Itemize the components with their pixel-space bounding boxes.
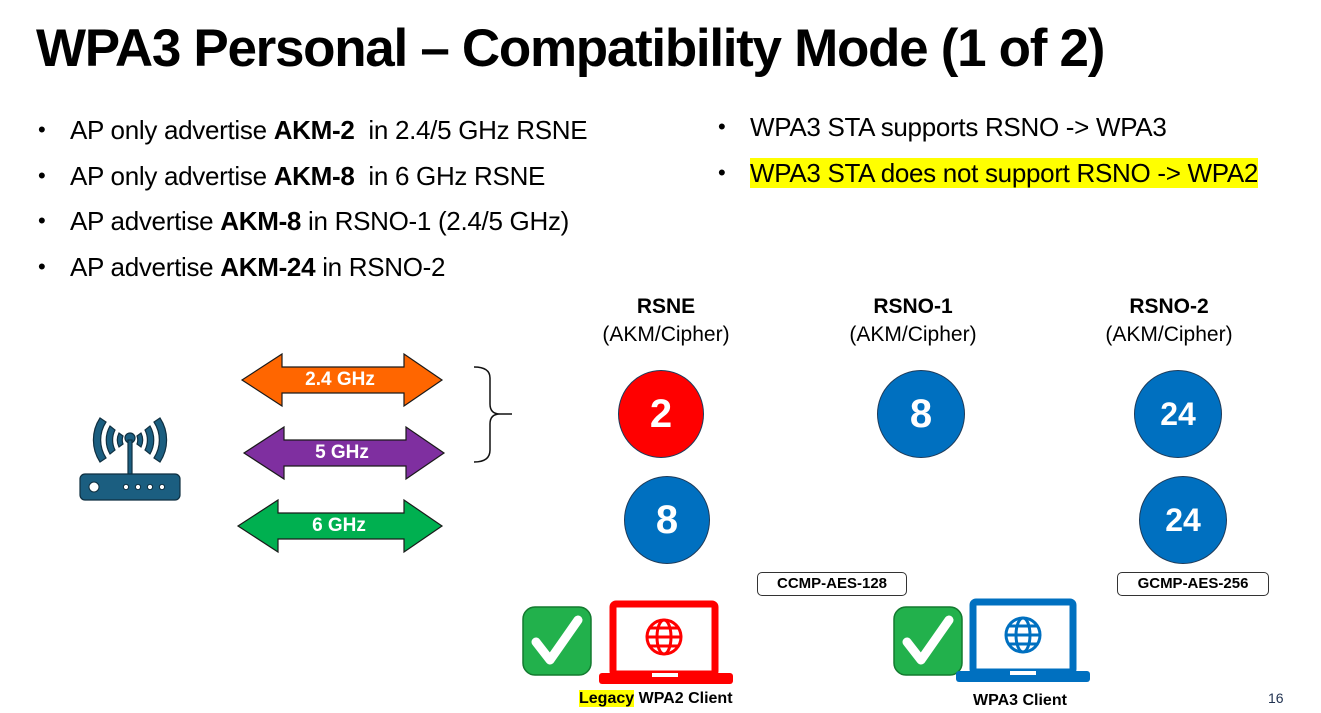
bullet-dot-icon: •: [38, 162, 46, 188]
akm-badge-rsno-1: 8: [877, 370, 965, 458]
legacy-client-label: Legacy WPA2 Client: [579, 690, 733, 707]
column-header-rsno-1: RSNO-1 (AKM/Cipher): [849, 295, 977, 346]
bullet-dot-icon: •: [718, 159, 726, 185]
check-mark-icon: [522, 606, 592, 676]
column-header-rsno-2: RSNO-2 (AKM/Cipher): [1105, 295, 1233, 346]
curly-brace-icon: [473, 366, 512, 463]
bullet-item: •AP advertise AKM-24 in RSNO-2: [38, 251, 446, 282]
band-arrow-2-4ghz: [240, 352, 444, 408]
bullet-item: •AP only advertise AKM-2 in 2.4/5 GHz RS…: [38, 115, 588, 145]
globe-icon: [645, 618, 683, 656]
check-mark-icon: [893, 606, 963, 676]
slide-title: WPA3 Personal – Compatibility Mode (1 of…: [36, 19, 1105, 78]
bullet-dot-icon: •: [38, 253, 46, 279]
akm-badge-rsno-2-upper: 24: [1134, 370, 1222, 458]
wifi-router-icon: [79, 417, 181, 501]
sta-behavior-bullets: •WPA3 STA supports RSNO -> WPA3 •WPA3 ST…: [716, 110, 1258, 201]
bullet-dot-icon: •: [38, 117, 46, 142]
akm-badge-rsno-2-lower: 24: [1139, 476, 1227, 564]
band-arrow-6ghz: [236, 498, 444, 554]
bullet-dot-icon: •: [38, 208, 46, 233]
bullet-dot-icon: •: [718, 114, 726, 139]
band-arrows: [236, 352, 446, 554]
wpa3-client-label: WPA3 Client: [973, 692, 1067, 709]
band-label-6ghz: 6 GHz: [312, 515, 366, 536]
globe-icon: [1004, 616, 1042, 654]
bullet-item: •AP only advertise AKM-8 in 6 GHz RSNE: [38, 160, 546, 191]
band-arrow-5ghz: [242, 425, 446, 481]
wpa3-laptop-icon: [956, 598, 1090, 682]
band-label-5ghz: 5 GHz: [315, 442, 369, 463]
legacy-laptop-icon: [599, 600, 733, 684]
akm-badge-rsne-2-4-5ghz: 2: [618, 370, 704, 458]
akm-badge-rsne-6ghz: 8: [624, 476, 710, 564]
column-header-rsne: RSNE (AKM/Cipher): [602, 295, 730, 346]
cipher-rsno-1: CCMP-AES-128: [757, 572, 907, 596]
bullet-item: •WPA3 STA supports RSNO -> WPA3: [718, 112, 1167, 142]
page-number: 16: [1268, 690, 1284, 706]
bullet-item: •AP advertise AKM-8 in RSNO-1 (2.4/5 GHz…: [38, 206, 570, 236]
cipher-rsno-2: GCMP-AES-256: [1117, 572, 1269, 596]
band-label-2-4ghz: 2.4 GHz: [305, 369, 375, 390]
bullet-item-highlighted: •WPA3 STA does not support RSNO -> WPA2: [718, 157, 1259, 188]
ap-advertise-bullets: •AP only advertise AKM-2 in 2.4/5 GHz RS…: [36, 113, 588, 295]
